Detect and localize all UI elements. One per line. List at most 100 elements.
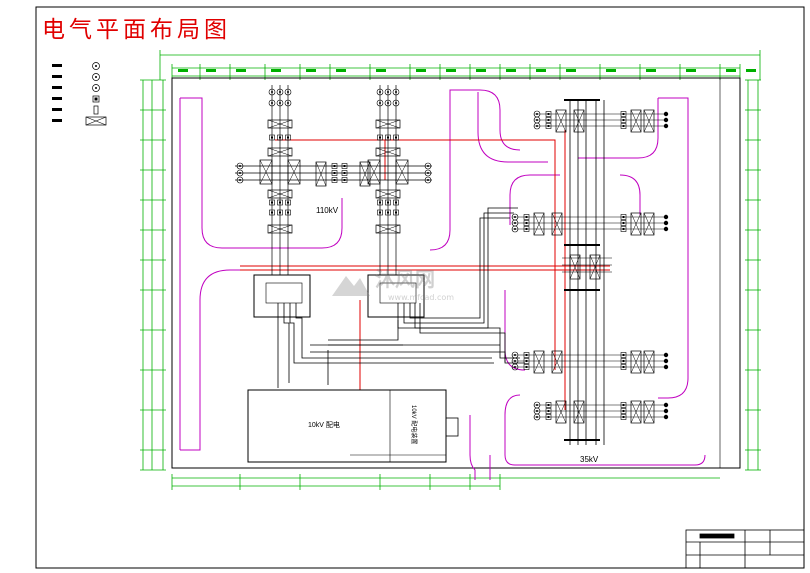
bay-b-brk-a-1-core	[387, 136, 389, 139]
bay-b-brk-c-0	[377, 209, 383, 216]
watermark: 沐风网 www.mfcad.com	[332, 267, 454, 302]
legend-label-0	[52, 64, 62, 67]
bay35-2-ct-0-dot	[514, 216, 516, 218]
bay-b-brk-a-2-core	[395, 136, 397, 139]
bay-a-ct-mid-1	[276, 99, 284, 107]
bay35-3-box-3-x	[630, 350, 642, 374]
bay35-2-ct-2	[511, 225, 519, 233]
bus-ct-r-2	[424, 176, 432, 184]
bay-a-breaker-box-l	[259, 159, 273, 185]
bay35-4-brk2-0	[620, 402, 627, 408]
dimension-lines	[142, 50, 761, 487]
bay35-3-box-4	[643, 350, 655, 374]
bay35-2-box-2	[551, 212, 563, 236]
bus35-tie-2	[589, 254, 601, 280]
bay-a-ct-mid-2	[284, 99, 292, 107]
bay35-4-ct-2	[533, 413, 541, 421]
bay35-1-brk2-0-core	[622, 113, 625, 115]
bay-a-isolator-1	[267, 119, 293, 129]
label-10kv-room: 10kV 配电	[308, 420, 340, 429]
bay-b-brk-a-1	[385, 134, 391, 141]
bay35-3-box-2	[551, 350, 563, 374]
bay35-2-box-1	[533, 212, 545, 236]
bus-ct-l-2	[236, 176, 244, 184]
bay-a-brk-b-2	[285, 199, 291, 206]
bay35-2-box-4-x	[643, 212, 655, 236]
bay35-4-brk-2	[545, 414, 552, 420]
bay-b-ct-mid-0-dot	[379, 102, 381, 104]
bay35-4-brk-0	[545, 402, 552, 408]
bay35-3-brk2-2	[620, 364, 627, 370]
bay35-4-box-4-x	[643, 400, 655, 424]
bay35-1-box-2	[573, 109, 585, 133]
bay-b-brk-b-1	[385, 199, 391, 206]
bay35-2-brk2-1	[620, 220, 627, 226]
bay35-3-box-4-x	[643, 350, 655, 374]
bay-b-isolator-3-x	[375, 189, 401, 199]
bay-b-ct-top-0	[376, 88, 384, 96]
legend-label-2	[52, 86, 62, 89]
bay35-3-box-3	[630, 350, 642, 374]
bay35-1-ct-0-dot	[536, 113, 538, 115]
bus-tie-brk-0	[331, 163, 338, 169]
bay-a-ct-top-2	[284, 88, 292, 96]
bus-ct-l-1-dot	[239, 172, 241, 174]
bay35-4-term-2	[663, 414, 669, 420]
circle-d-icon-dot	[95, 87, 97, 89]
bay35-1-box-1-x	[555, 109, 567, 133]
bus-tie-box-2-x	[359, 161, 371, 187]
bay35-4-box-1-x	[555, 400, 567, 424]
watermark-logo-icon	[332, 276, 370, 296]
bay-a-isolator-3-x	[267, 189, 293, 199]
bay35-1-brk-0	[545, 111, 552, 117]
bay-a-isolator-3	[267, 189, 293, 199]
bay-a-brk-c-1-core	[279, 211, 281, 214]
bay-b-brk-b-2	[393, 199, 399, 206]
bay35-4-box-1	[555, 400, 567, 424]
bay35-3-brk2-0-core	[622, 354, 625, 356]
bay35-3-box-2-x	[551, 350, 563, 374]
bus-tie-brk-1-core	[333, 172, 336, 174]
bay35-3-box-1-x	[533, 350, 545, 374]
bay35-3-brk2-2-core	[622, 366, 625, 368]
bus-tie-brk2-1-core	[343, 172, 346, 174]
bus-ct-l-0	[236, 162, 244, 170]
roads	[179, 89, 706, 480]
bay35-2-brk-0-core	[525, 216, 528, 218]
bus35-tie-1-x	[569, 254, 581, 280]
bay35-2-term-2	[663, 226, 669, 232]
bay-b-brk-c-1	[385, 209, 391, 216]
bus-tie-box-2	[359, 161, 371, 187]
bay-b-isolator-1	[375, 119, 401, 129]
bay35-4-brk2-2-core	[622, 416, 625, 418]
bay35-1-term-0	[663, 111, 669, 117]
bay35-1-term-2	[663, 123, 669, 129]
bay-a-brk-b-2-core	[287, 201, 289, 204]
bus-tie-box	[315, 161, 327, 187]
bay35-4-box-3-x	[630, 400, 642, 424]
bay-a-ct-top-1	[276, 88, 284, 96]
bay35-1-brk-0-core	[547, 113, 550, 115]
bay35-4-brk2-1-core	[622, 410, 625, 412]
bay35-3-brk2-1-core	[622, 360, 625, 362]
bay-b-isolator-4-x	[375, 224, 401, 234]
watermark-text: 沐风网	[375, 267, 435, 291]
bay-b-brk-b-1-core	[387, 201, 389, 204]
bay-a-isolator-4-x	[267, 224, 293, 234]
bay35-4-brk2-1	[620, 408, 627, 414]
transformer-2	[367, 274, 425, 318]
circle-a-icon-dot	[95, 76, 97, 78]
dim-text-top-4	[306, 69, 316, 72]
bay35-1-brk2-2	[620, 123, 627, 129]
bay35-2-brk2-0-core	[622, 216, 625, 218]
bay35-4-box-4	[643, 400, 655, 424]
bay-a-brk-b-1	[277, 199, 283, 206]
bus-ct-l-1	[236, 169, 244, 177]
bay-a-ct-top-0	[268, 88, 276, 96]
dim-text-top-16	[726, 69, 736, 72]
bay35-3-ct-1-dot	[514, 360, 516, 362]
bus35-tie-1	[569, 254, 581, 280]
bay-b-brk-c-2-core	[395, 211, 397, 214]
bay-a-isolator-2	[267, 147, 293, 157]
bay35-3-brk2-1	[620, 358, 627, 364]
